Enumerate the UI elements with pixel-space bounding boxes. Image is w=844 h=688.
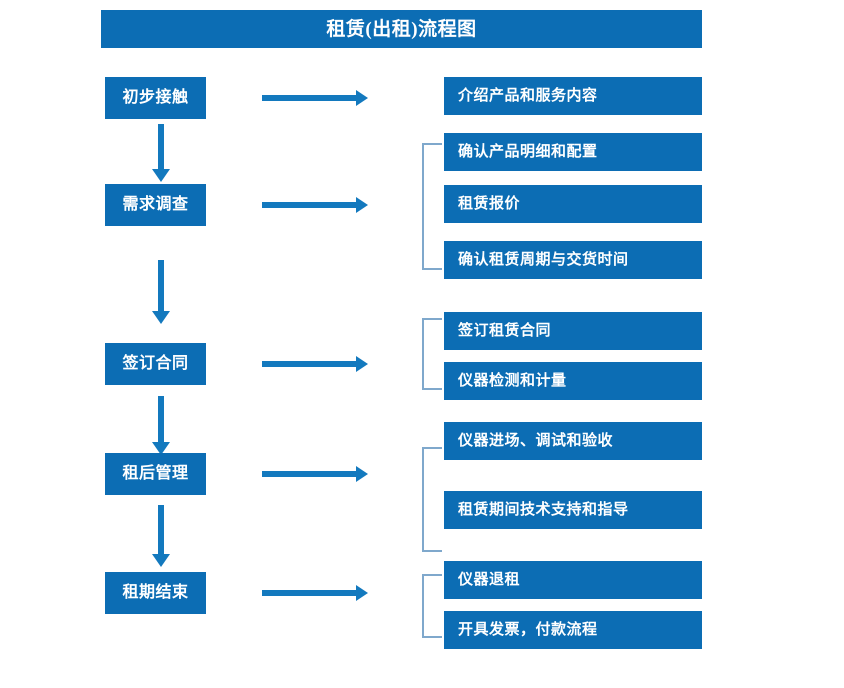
vertical-arrow-2 xyxy=(152,260,170,324)
detail-box-2-1[interactable]: 确认产品明细和配置 xyxy=(444,133,702,171)
arrow-head xyxy=(356,466,368,482)
stage-box-1[interactable]: 初步接触 xyxy=(105,77,206,119)
detail-label-2-3: 确认租赁周期与交货时间 xyxy=(458,251,629,268)
stage-label-5: 租期结束 xyxy=(122,584,189,601)
stage-label-2: 需求调查 xyxy=(122,196,189,213)
vertical-arrow-1 xyxy=(152,124,170,182)
group-bracket-3 xyxy=(422,318,442,390)
chart-title-text: 租赁(出租)流程图 xyxy=(326,18,477,40)
arrow-head xyxy=(152,311,170,324)
detail-box-5-1[interactable]: 仪器退租 xyxy=(444,561,702,599)
arrow-shaft xyxy=(262,202,358,208)
arrow-head xyxy=(152,554,170,567)
arrow-head xyxy=(152,442,170,455)
horizontal-arrow-5 xyxy=(262,585,368,601)
vertical-arrow-3 xyxy=(152,396,170,455)
horizontal-arrow-3 xyxy=(262,356,368,372)
stage-label-3: 签订合同 xyxy=(122,355,189,372)
detail-box-3-1[interactable]: 签订租赁合同 xyxy=(444,312,702,350)
arrow-shaft xyxy=(158,505,164,554)
arrow-shaft xyxy=(262,95,358,101)
detail-label-2-1: 确认产品明细和配置 xyxy=(458,143,598,160)
detail-label-1-1: 介绍产品和服务内容 xyxy=(458,87,598,104)
detail-box-2-3[interactable]: 确认租赁周期与交货时间 xyxy=(444,241,702,279)
detail-box-2-2[interactable]: 租赁报价 xyxy=(444,185,702,223)
detail-label-4-1: 仪器进场、调试和验收 xyxy=(458,432,614,449)
detail-label-4-2: 租赁期间技术支持和指导 xyxy=(458,501,629,518)
stage-label-4: 租后管理 xyxy=(122,465,189,482)
detail-box-4-2[interactable]: 租赁期间技术支持和指导 xyxy=(444,491,702,529)
arrow-shaft xyxy=(158,260,164,311)
detail-label-3-2: 仪器检测和计量 xyxy=(458,372,567,389)
detail-label-5-2: 开具发票，付款流程 xyxy=(458,621,598,638)
arrow-shaft xyxy=(158,396,164,442)
arrow-head xyxy=(152,169,170,182)
stage-box-3[interactable]: 签订合同 xyxy=(105,343,206,385)
horizontal-arrow-4 xyxy=(262,466,368,482)
horizontal-arrow-1 xyxy=(262,90,368,106)
detail-box-5-2[interactable]: 开具发票，付款流程 xyxy=(444,611,702,649)
vertical-arrow-4 xyxy=(152,505,170,567)
detail-label-5-1: 仪器退租 xyxy=(458,571,521,588)
detail-label-2-2: 租赁报价 xyxy=(458,195,521,212)
stage-label-1: 初步接触 xyxy=(122,89,189,106)
group-bracket-4 xyxy=(422,447,442,552)
group-bracket-5 xyxy=(422,574,442,638)
arrow-head xyxy=(356,356,368,372)
arrow-shaft xyxy=(262,471,358,477)
detail-box-3-2[interactable]: 仪器检测和计量 xyxy=(444,362,702,400)
detail-box-4-1[interactable]: 仪器进场、调试和验收 xyxy=(444,422,702,460)
stage-box-2[interactable]: 需求调查 xyxy=(105,184,206,226)
arrow-head xyxy=(356,585,368,601)
stage-box-5[interactable]: 租期结束 xyxy=(105,572,206,614)
detail-box-1-1[interactable]: 介绍产品和服务内容 xyxy=(444,77,702,115)
arrow-head xyxy=(356,197,368,213)
arrow-shaft xyxy=(158,124,164,169)
arrow-shaft xyxy=(262,590,358,596)
stage-box-4[interactable]: 租后管理 xyxy=(105,453,206,495)
group-bracket-2 xyxy=(422,143,442,270)
detail-label-3-1: 签订租赁合同 xyxy=(458,322,552,339)
chart-title-bar: 租赁(出租)流程图 xyxy=(101,10,702,48)
arrow-head xyxy=(356,90,368,106)
horizontal-arrow-2 xyxy=(262,197,368,213)
arrow-shaft xyxy=(262,361,358,367)
